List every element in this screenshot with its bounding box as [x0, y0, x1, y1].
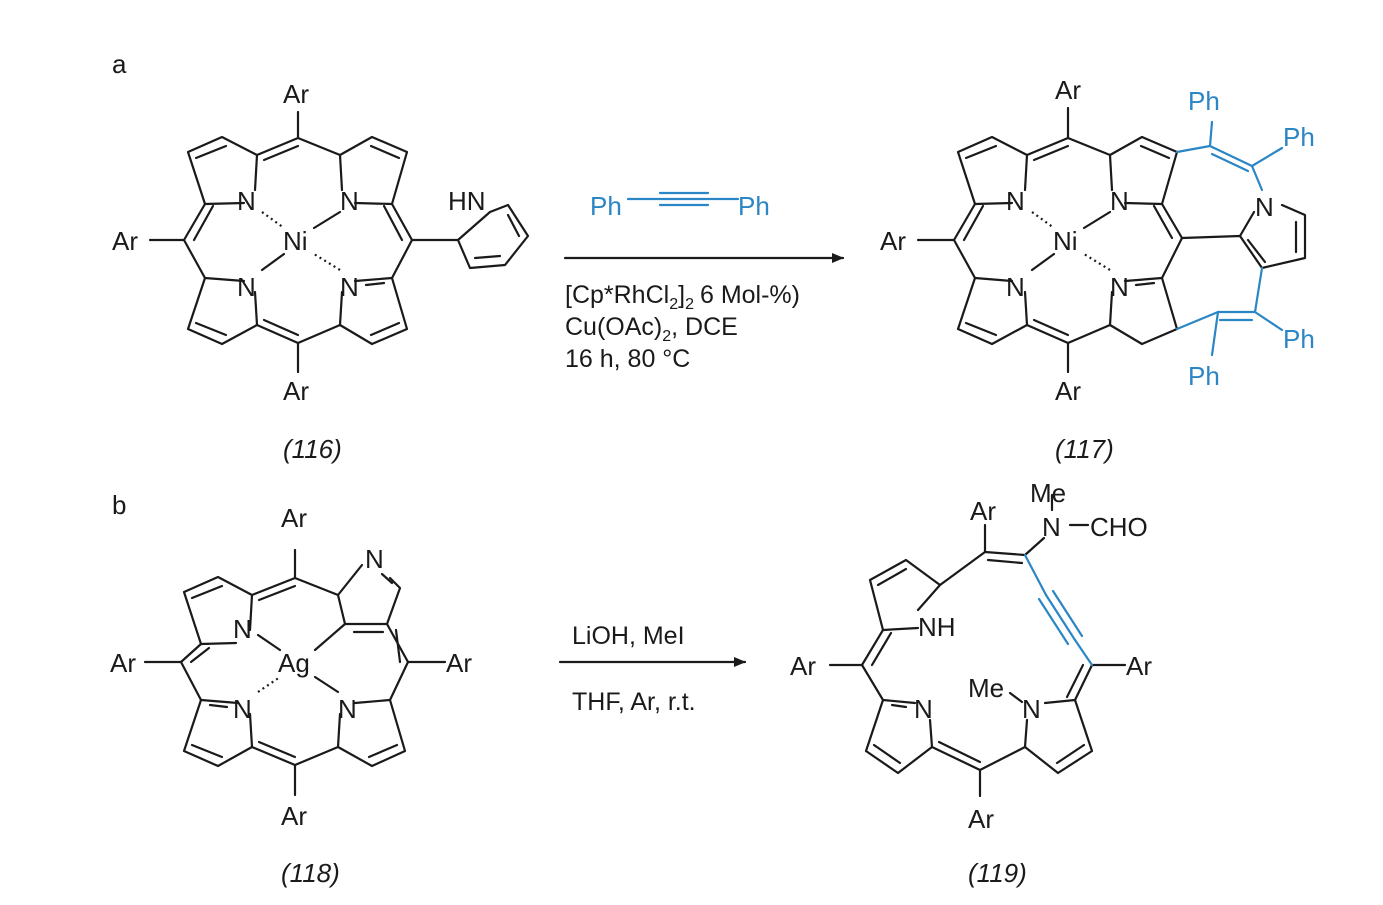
atom-n: N [233, 614, 252, 644]
compound-119-labels: Ar Me N CHO NH Ar Ar Me N N Ar [790, 478, 1152, 834]
compound-label-116: (116) [283, 434, 342, 464]
atom-ph: Ph [590, 191, 622, 221]
atom-n: N [1110, 186, 1129, 216]
atom-n: N [237, 186, 256, 216]
atom-ar: Ar [1055, 75, 1081, 105]
atom-ph: Ph [1188, 361, 1220, 391]
atom-n: N [1006, 186, 1025, 216]
atom-n: N [340, 272, 359, 302]
atom-ph: Ph [1283, 324, 1315, 354]
reaction-b-conditions: LiOH, MeI [572, 622, 685, 650]
atom-n: N [914, 694, 933, 724]
atom-n: N [1255, 192, 1274, 222]
atom-ar: Ar [968, 804, 994, 834]
atom-ni: Ni [283, 226, 308, 256]
compound-117-labels: Ar Ar Ar N N N N Ni N Ph Ph Ph Ph [880, 75, 1315, 406]
compound-119-alkyne-blue [1023, 553, 1094, 667]
atom-ar: Ar [790, 651, 816, 681]
atom-ar: Ar [281, 801, 307, 831]
atom-n: N [1110, 272, 1129, 302]
compound-116-labels: Ar Ar Ar N N N N Ni HN [112, 79, 486, 406]
atom-me: Me [968, 673, 1004, 703]
atom-n: N [1022, 694, 1041, 724]
compound-label-119: (119) [968, 858, 1027, 888]
atom-me: Me [1030, 478, 1066, 508]
compound-label-117: (117) [1055, 434, 1114, 464]
atom-n: N [233, 694, 252, 724]
atom-ag: Ag [278, 648, 310, 678]
atom-ph: Ph [738, 191, 770, 221]
reaction-a-reagent: Ph Ph [590, 191, 770, 221]
atom-ar: Ar [112, 226, 138, 256]
atom-hn: HN [448, 186, 486, 216]
atom-ar: Ar [283, 79, 309, 109]
atom-ar: Ar [446, 648, 472, 678]
atom-nh: NH [918, 612, 956, 642]
compound-117-structure [916, 106, 1307, 374]
atom-ar: Ar [880, 226, 906, 256]
atom-ph: Ph [1188, 86, 1220, 116]
temperature-text: 16 h, 80 °C [565, 345, 690, 373]
compound-118-structure [143, 548, 447, 797]
panel-label-a: a [112, 49, 127, 79]
atom-cho: CHO [1090, 512, 1148, 542]
compound-116-structure [148, 110, 530, 374]
atom-ar: Ar [283, 376, 309, 406]
reagent-text: LiOH, MeI [572, 622, 685, 650]
atom-n: N [340, 186, 359, 216]
atom-n: N [237, 272, 256, 302]
compound-label-118: (118) [281, 858, 340, 888]
compound-117-annulated-blue [1175, 120, 1284, 357]
atom-n: N [1006, 272, 1025, 302]
atom-ar: Ar [970, 496, 996, 526]
atom-n: N [1042, 512, 1061, 542]
atom-ni: Ni [1053, 226, 1078, 256]
compound-119-structure [828, 493, 1127, 798]
atom-n: N [365, 544, 384, 574]
atom-ar: Ar [110, 648, 136, 678]
atom-ar: Ar [1055, 376, 1081, 406]
atom-n: N [338, 694, 357, 724]
compound-118-labels: Ar Ar Ar Ar N N N N Ag [110, 503, 472, 831]
atom-ph: Ph [1283, 122, 1315, 152]
solvent-text: THF, Ar, r.t. [572, 688, 696, 716]
copper-text: Cu(OAc)2, DCE [565, 313, 738, 345]
atom-ar: Ar [1126, 651, 1152, 681]
panel-label-b: b [112, 490, 126, 520]
atom-ar: Ar [281, 503, 307, 533]
